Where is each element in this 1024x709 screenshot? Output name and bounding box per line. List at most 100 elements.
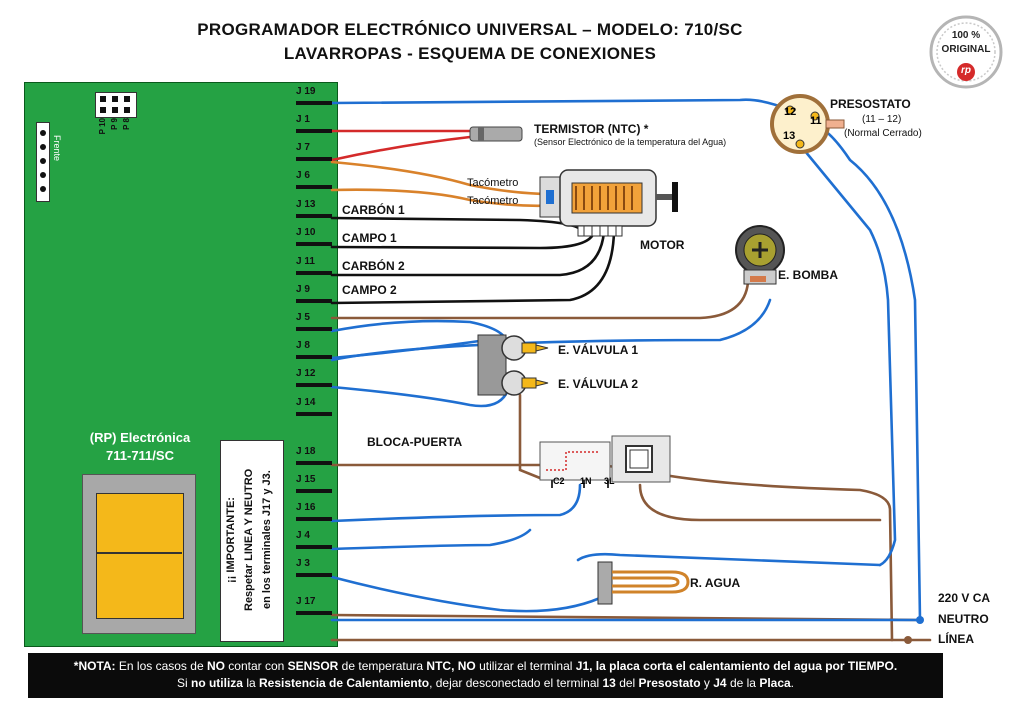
wire-j13 <box>330 188 562 208</box>
wire-j19 <box>330 98 792 112</box>
wire-j15 <box>330 463 894 642</box>
label-linea: LÍNEA <box>938 632 974 646</box>
terminal-bar-j9 <box>296 299 332 303</box>
wire-j14 <box>330 385 510 408</box>
bloca-terminal-c2: C2 <box>553 476 565 486</box>
terminal-bar-j15 <box>296 489 332 493</box>
label-r-agua: R. AGUA <box>690 576 741 590</box>
wire-j4 <box>330 528 532 551</box>
note-l1-e: SENSOR <box>287 659 339 673</box>
note-l1-i: J1, la placa corta el calentamiento del … <box>575 659 898 673</box>
label-neutro: NEUTRO <box>938 612 989 626</box>
terminal-bar-j3 <box>296 573 332 577</box>
title-line-1: PROGRAMADOR ELECTRÓNICO UNIVERSAL – MODE… <box>197 20 743 39</box>
presostato-terminal-11: 11 <box>810 115 822 127</box>
note-l2-d: Resistencia de Calentamiento <box>259 676 430 690</box>
terminal-bar-j11 <box>296 271 332 275</box>
label-presostato-nc: (Normal Cerrado) <box>844 128 922 139</box>
presostato-icon <box>770 94 845 154</box>
terminal-j7: J 7 <box>296 142 310 153</box>
wire-j9 <box>330 230 606 277</box>
terminal-j17: J 17 <box>296 596 316 607</box>
terminal-j15: J 15 <box>296 474 316 485</box>
label-tacometro-1: Tacómetro <box>467 177 519 189</box>
terminal-j11: J 11 <box>296 256 315 267</box>
terminal-j9: J 9 <box>296 284 310 295</box>
label-tacometro-2: Tacómetro <box>467 195 519 207</box>
terminal-bar-j6 <box>296 185 332 189</box>
label-valvula-2: E. VÁLVULA 2 <box>558 377 639 391</box>
original-seal: 100 % ORIGINAL rp <box>928 14 1004 90</box>
wire-pump-brown <box>330 280 750 320</box>
note-l1-g: NTC, NO <box>426 659 476 673</box>
note-l2-e: , dejar desconectado el terminal <box>429 676 603 690</box>
note-l2-c: la <box>242 676 259 690</box>
seal-top: 100 % <box>951 30 981 41</box>
note-l1-f: de temperatura <box>338 659 427 673</box>
terminal-j4: J 4 <box>296 530 310 541</box>
terminal-bar-j4 <box>296 545 332 549</box>
label-campo-1: CAMPO 1 <box>342 231 397 245</box>
wire-bloca-3l <box>638 483 882 522</box>
terminal-j1: J 1 <box>296 114 310 125</box>
note-l2-l: Placa <box>759 676 791 690</box>
note-l2-g: del <box>615 676 639 690</box>
terminal-j12: J 12 <box>296 368 316 379</box>
terminal-j16: J 16 <box>296 502 316 513</box>
footnote-box: *NOTA: En los casos de NO contar con SEN… <box>28 653 943 698</box>
terminal-bar-j10 <box>296 242 332 246</box>
terminal-bar-j8 <box>296 355 332 359</box>
label-bomba: E. BOMBA <box>778 268 838 282</box>
note-l1-b: En los casos de <box>115 659 207 673</box>
wire-valve-brown <box>518 393 542 480</box>
wire-resistor-feed <box>576 552 882 567</box>
terminal-j10: J 10 <box>296 227 316 238</box>
terminal-bar-j7 <box>296 157 332 161</box>
terminal-j8: J 8 <box>296 340 310 351</box>
terminal-bar-j17 <box>296 611 332 615</box>
note-l2-m: . <box>790 676 795 690</box>
terminal-j14: J 14 <box>296 397 316 408</box>
wire-j16 <box>330 483 582 523</box>
terminal-bar-j18 <box>296 461 332 465</box>
note-l2-h: Presostato <box>638 676 701 690</box>
label-presostato-range: (11 – 12) <box>862 114 902 125</box>
door-lock-icon <box>539 435 671 488</box>
note-l1-c: NO <box>206 659 225 673</box>
thermistor-icon <box>469 126 523 142</box>
label-termistor-sub: (Sensor Electrónico de la temperatura de… <box>534 137 727 147</box>
relay-block <box>96 493 184 619</box>
note-l1-h: utilizar el terminal <box>475 659 576 673</box>
important-box: ¡¡ IMPORTANTE: Respetar LINEA Y NEUTRO e… <box>220 440 284 642</box>
label-presostato: PRESOSTATO <box>830 97 911 111</box>
terminal-bar-j19 <box>296 101 332 105</box>
terminal-bar-j5 <box>296 327 332 331</box>
bloca-terminal-1n: 1N <box>580 476 592 486</box>
note-l2-b: no utiliza <box>190 676 243 690</box>
wire-j7 <box>330 135 472 162</box>
wire-presostato-13 <box>798 143 897 567</box>
wire-neutral-riser <box>813 123 922 622</box>
junction-neutro <box>916 616 924 624</box>
terminal-j3: J 3 <box>296 558 310 569</box>
label-campo-2: CAMPO 2 <box>342 283 397 297</box>
label-motor: MOTOR <box>640 238 685 252</box>
motor-icon <box>539 169 678 237</box>
note-l2-k: de la <box>726 676 760 690</box>
presostato-terminal-13: 13 <box>783 130 796 142</box>
relay-divider <box>96 552 182 554</box>
front-connector <box>36 122 50 202</box>
terminal-bar-j14 <box>296 412 332 416</box>
label-220v: 220 V CA <box>938 591 991 605</box>
wire-j6 <box>330 160 562 196</box>
terminal-bar-j16 <box>296 517 332 521</box>
brand-line-2: 711-711/SC <box>106 448 174 463</box>
seal-middle: ORIGINAL <box>941 44 991 55</box>
title-line-2: LAVARROPAS - ESQUEMA DE CONEXIONES <box>283 44 657 63</box>
wire-j3 <box>330 575 602 613</box>
terminal-j18: J 18 <box>296 446 316 457</box>
label-termistor: TERMISTOR (NTC) * <box>534 122 649 136</box>
terminal-bar-j12 <box>296 383 332 387</box>
seal-logo: rp <box>961 65 971 76</box>
